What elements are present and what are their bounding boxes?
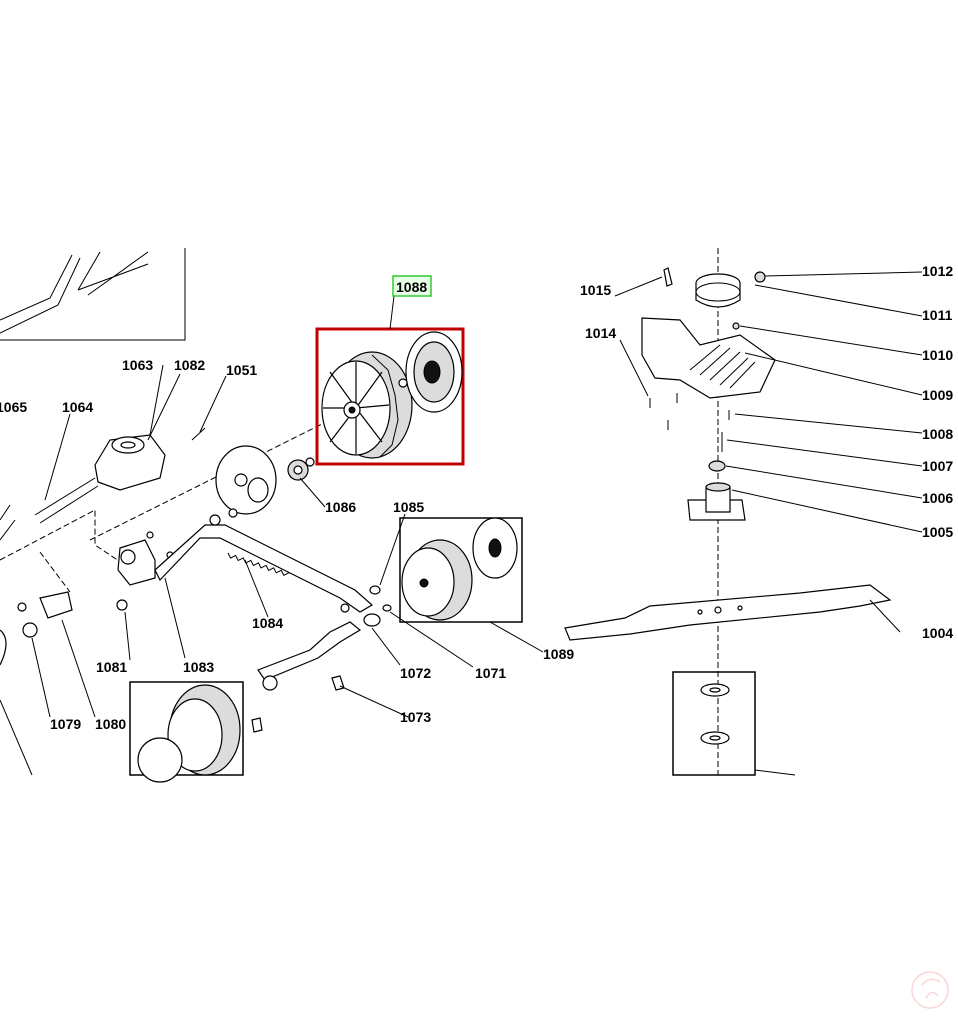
label-1086[interactable]: 1086 xyxy=(325,499,356,515)
callout-1088[interactable]: 1088 xyxy=(392,275,432,297)
label-1007[interactable]: 1007 xyxy=(922,458,953,474)
label-1009[interactable]: 1009 xyxy=(922,387,953,403)
label-1071[interactable]: 1071 xyxy=(475,665,506,681)
wheel-assembly-lower xyxy=(129,681,244,783)
label-1006[interactable]: 1006 xyxy=(922,490,953,506)
label-1081[interactable]: 1081 xyxy=(96,659,127,675)
selected-label-box xyxy=(392,275,432,297)
handle-frame-drawing xyxy=(0,248,186,341)
label-1063[interactable]: 1063 xyxy=(122,357,153,373)
drivetrain-drawing xyxy=(0,419,392,776)
label-1011[interactable]: 1011 xyxy=(922,307,953,323)
label-1004[interactable]: 1004 xyxy=(922,625,953,641)
label-1072[interactable]: 1072 xyxy=(400,665,431,681)
label-1064[interactable]: 1064 xyxy=(62,399,93,415)
label-1079[interactable]: 1079 xyxy=(50,716,81,732)
label-1073[interactable]: 1073 xyxy=(400,709,431,725)
label-1080[interactable]: 1080 xyxy=(95,716,126,732)
spindle-drawing xyxy=(564,267,892,776)
watermark-logo-icon xyxy=(911,971,949,1009)
label-1083[interactable]: 1083 xyxy=(183,659,214,675)
wheel-assembly-1089[interactable] xyxy=(399,517,523,623)
label-1088: 1088 xyxy=(396,279,427,295)
label-1085[interactable]: 1085 xyxy=(393,499,424,515)
wheel-1088-hubcap xyxy=(398,331,463,413)
wheel-1088-tire xyxy=(321,351,413,459)
label-1015[interactable]: 1015 xyxy=(580,282,611,298)
label-1082[interactable]: 1082 xyxy=(174,357,205,373)
label-1010[interactable]: 1010 xyxy=(922,347,953,363)
label-1012[interactable]: 1012 xyxy=(922,263,953,279)
label-1084[interactable]: 1084 xyxy=(252,615,283,631)
wheel-assembly-1088[interactable] xyxy=(315,327,465,466)
label-1014[interactable]: 1014 xyxy=(585,325,616,341)
label-1089[interactable]: 1089 xyxy=(543,646,574,662)
leader-lines xyxy=(31,271,923,718)
label-1008[interactable]: 1008 xyxy=(922,426,953,442)
label-1005[interactable]: 1005 xyxy=(922,524,953,540)
label-1051[interactable]: 1051 xyxy=(226,362,257,378)
